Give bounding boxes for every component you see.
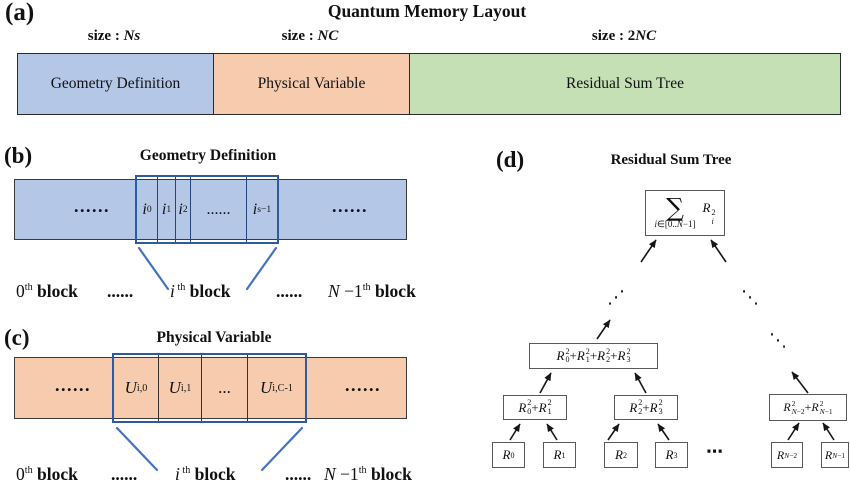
arrow-icon [539,372,552,394]
tree-dots-right-lower: ⋱ [769,330,787,351]
tree-dots-left: ⋰ [607,287,625,308]
segment-label: Geometry Definition [50,75,181,92]
block-label-n-1th: N −1th block [328,281,416,301]
segment-geometry-definition: Geometry Definition [18,54,213,114]
geometry-bar [14,179,407,240]
cell-ui1: U i,1 [158,355,201,421]
segment-physical-variable: Physical Variable [213,54,409,114]
block-label-0th: 0th block [16,464,78,484]
figure-title: Quantum Memory Layout [327,1,527,21]
block-label-dots: ...... [107,281,134,301]
geometry-bar-right-dots: ...... [332,196,368,216]
arrow-icon [509,423,521,441]
arrow-icon [657,423,670,441]
physical-bar-left-dots: ...... [55,375,91,395]
cell-uic-1: U i,C-1 [247,355,305,421]
cell-ellipsis: ...... [190,177,246,242]
block-label-dots: ...... [111,464,138,484]
tree-dots-right-upper: ⋱ [741,287,759,308]
panel-d-label: (d) [496,147,525,172]
panel-d-title: Residual Sum Tree [610,152,732,168]
cell-ellipsis: ... [201,355,247,421]
block-label-ith: i th block [175,464,236,484]
panel-b-title: Geometry Definition [139,147,277,164]
panel-b-label: (b) [4,143,33,168]
block-label-ith: i th block [170,281,231,301]
cell-ui0: U i,0 [124,378,148,397]
arrow-icon [710,239,727,263]
panel-c-label: (c) [4,325,30,350]
arrow-icon [546,423,558,441]
physical-bar-right-dots: ...... [345,375,381,395]
segment-label: Physical Variable [257,75,366,92]
geometry-bar-left-dots: ...... [74,196,110,216]
sum-symbol: ∑ i∈[0..N−1] [654,192,696,230]
expansion-line-b-left [137,246,170,291]
physical-block-highlight: U i,0 U i,1 ... U i,C-1 [112,353,307,423]
segment-label: Residual Sum Tree [566,75,684,92]
segment-residual-sum-tree: Residual Sum Tree [409,54,840,114]
arrow-icon [634,372,647,394]
arrow-icon [640,239,657,263]
size-label-physical: size : NC [281,28,339,44]
block-label-0th: 0th block [16,281,78,301]
panel-a-label: (a) [5,0,35,26]
physical-bar [14,357,407,419]
leaf-ellipsis: ⋯ [706,442,723,462]
size-label-tree: size : 2NC [591,28,657,44]
memory-layout-bar: Geometry Definition Physical Variable Re… [17,53,841,115]
arrow-icon [791,371,809,394]
size-label-geometry: size : Ns [87,28,141,44]
arrow-icon [607,423,620,441]
block-label-dots: ...... [285,464,312,484]
arrow-icon [596,319,611,340]
arrow-icon [787,422,800,441]
block-label-dots: ...... [276,281,303,301]
block-label-n-1th: N −1th block [324,464,412,484]
panel-c-title: Physical Variable [156,329,272,346]
expansion-line-b-right [245,246,278,291]
arrow-icon [822,422,835,441]
